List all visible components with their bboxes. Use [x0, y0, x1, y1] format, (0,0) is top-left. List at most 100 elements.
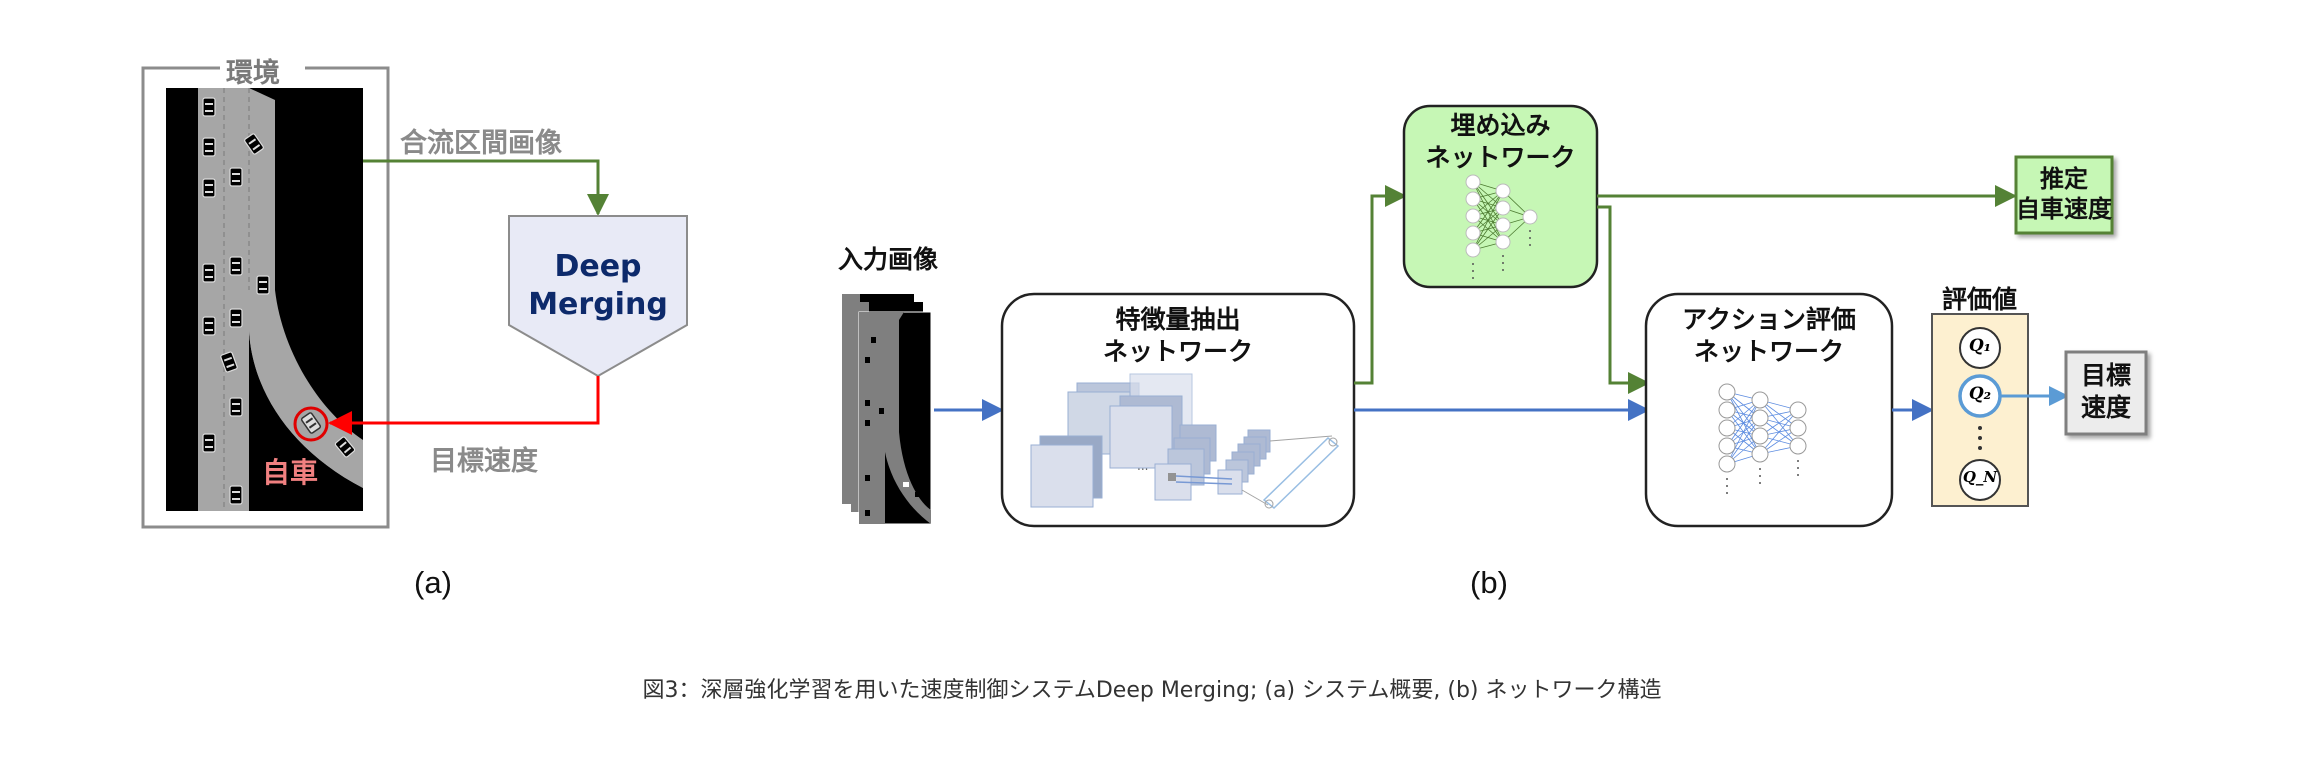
nn-node	[1718, 419, 1736, 437]
nn-node	[1718, 383, 1736, 401]
nn-node	[1495, 234, 1511, 250]
target-speed-box	[2064, 350, 2148, 436]
ego-vehicle-label: 自車	[262, 456, 319, 489]
nn-node	[1465, 208, 1481, 224]
ego-vehicle	[293, 406, 329, 442]
target-speed-label: 目標速度	[430, 446, 538, 477]
nn-node	[1751, 445, 1769, 463]
vehicle	[202, 97, 216, 117]
nn-edge	[1472, 190, 1504, 251]
target-speed-box-label: 目標 速度	[2066, 360, 2146, 424]
nn-node	[1495, 200, 1511, 216]
ellipsis-dot	[1978, 426, 1982, 430]
nn-edge	[1726, 399, 1761, 447]
road-scene-image	[166, 88, 363, 511]
nn-node	[1718, 455, 1736, 473]
embedding-nn-illustration	[1465, 174, 1538, 279]
vehicle	[202, 263, 216, 283]
nn-node	[1789, 401, 1807, 419]
nn-ellipsis	[1529, 230, 1531, 232]
vehicle	[229, 397, 243, 417]
nn-edge	[1472, 207, 1504, 251]
qn-label: Q_N	[1962, 468, 1998, 486]
vehicle	[220, 351, 238, 373]
nn-node	[1495, 183, 1511, 199]
nn-ellipsis	[1759, 475, 1761, 477]
nn-ellipsis	[1726, 492, 1728, 494]
feature-network-title-line2: ネットワーク	[1102, 337, 1253, 366]
feature-network-title: 特徴量抽出 ネットワーク	[1002, 304, 1354, 368]
embedding-network-title: 埋め込み ネットワーク	[1404, 110, 1597, 174]
nn-node	[1495, 217, 1511, 233]
nn-node	[1718, 437, 1736, 455]
nn-ellipsis	[1502, 255, 1504, 257]
nn-ellipsis	[1472, 263, 1474, 265]
subfigure-b-label: (b)	[1470, 565, 1508, 600]
subfigure-a-label: (a)	[414, 565, 452, 600]
vehicles	[202, 97, 356, 505]
vehicle	[229, 167, 243, 187]
vehicle	[229, 308, 243, 328]
nn-ellipsis	[1797, 474, 1799, 476]
nn-ellipsis	[1759, 482, 1761, 484]
deep-merging-label: Deep Merging	[509, 248, 687, 324]
nn-ellipsis	[1726, 478, 1728, 480]
merge-image-arrow	[363, 159, 609, 216]
embedding-network-title-line2: ネットワーク	[1425, 143, 1576, 172]
svg-text:...: ...	[1137, 459, 1148, 473]
nn-ellipsis	[1502, 269, 1504, 271]
q2-label: Q₂	[1968, 384, 1992, 404]
nn-ellipsis	[1726, 485, 1728, 487]
ego-highlight-circle	[293, 406, 329, 442]
nn-ellipsis	[1759, 468, 1761, 470]
nn-ellipsis	[1472, 270, 1474, 272]
nn-edge	[1726, 399, 1761, 465]
environment-label: 環境	[226, 58, 280, 89]
q-values-label: 評価値	[1942, 285, 2018, 314]
nn-ellipsis	[1797, 467, 1799, 469]
deep-merging-block	[508, 215, 688, 378]
input-image-stack	[842, 294, 932, 525]
embed-to-action-arrow	[1597, 205, 1650, 394]
nn-node	[1789, 437, 1807, 455]
estimated-speed-label: 推定 自車速度	[2016, 164, 2112, 224]
action-nn-illustration	[1718, 383, 1807, 494]
q1-node	[1959, 327, 2001, 369]
ellipsis-dot	[1978, 446, 1982, 450]
nn-ellipsis	[1502, 262, 1504, 264]
nn-node	[1465, 191, 1481, 207]
vehicle	[334, 436, 356, 458]
embedding-network-title-line1: 埋め込み	[1450, 111, 1551, 140]
feature-to-embed-arrow	[1354, 185, 1407, 385]
qn-node	[1959, 459, 2001, 501]
q1-label: Q₁	[1968, 336, 1992, 356]
nn-edge	[1472, 190, 1504, 234]
nn-node	[1789, 419, 1807, 437]
vehicle	[229, 485, 243, 505]
vehicle	[256, 275, 270, 295]
action-network-title-line2: ネットワーク	[1693, 337, 1844, 366]
vehicle	[244, 133, 264, 155]
input-image-label: 入力画像	[838, 245, 939, 274]
merge-image-label: 合流区間画像	[400, 128, 562, 159]
target-speed-line1: 目標	[2080, 361, 2131, 390]
nn-node	[1751, 409, 1769, 427]
nn-ellipsis	[1472, 277, 1474, 279]
action-network-title: アクション評価 ネットワーク	[1646, 304, 1892, 368]
target-speed-line2: 速度	[2080, 393, 2131, 422]
nn-node	[1751, 427, 1769, 445]
nn-edge	[1759, 409, 1799, 455]
estimated-speed-box	[2014, 155, 2114, 235]
nn-edge	[1726, 417, 1761, 465]
vehicle	[202, 433, 216, 453]
deep-merging-line2: Merging	[528, 287, 668, 322]
vehicle	[202, 137, 216, 157]
feature-network-title-line1: 特徴量抽出	[1115, 305, 1241, 334]
vehicle	[202, 316, 216, 336]
environment-frame	[141, 66, 390, 529]
nn-node	[1465, 225, 1481, 241]
ellipsis-dot	[1978, 436, 1982, 440]
vehicle	[229, 256, 243, 276]
estimated-speed-line1: 推定	[2040, 165, 2088, 193]
